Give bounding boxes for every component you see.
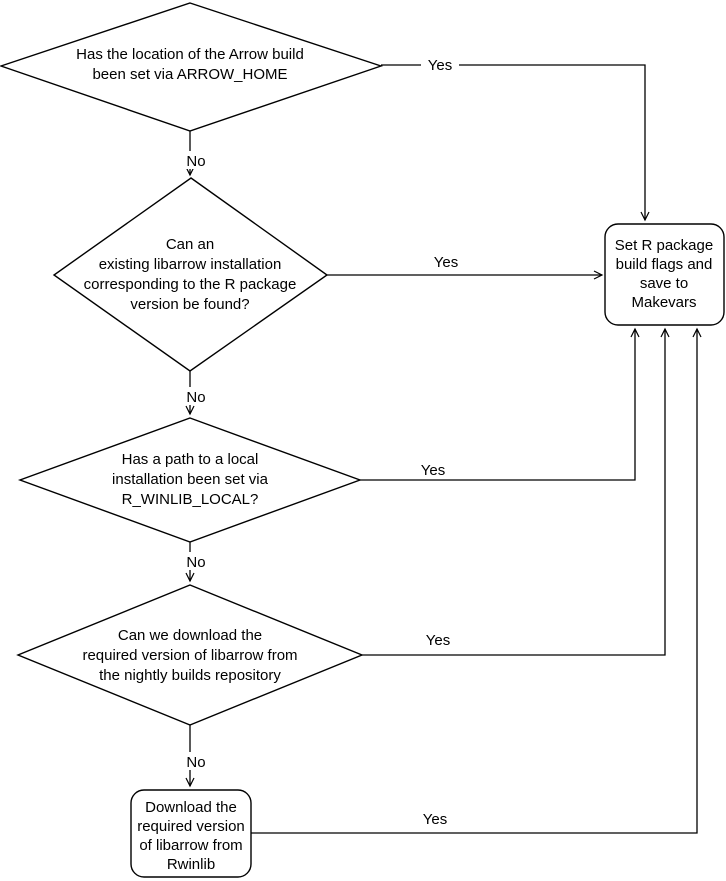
edge-yes-rwinlib-local-to-makevars	[360, 327, 640, 481]
edge-label-bg	[182, 151, 210, 169]
edge-label-bg	[182, 752, 210, 770]
process-set-build-flags-line4: Makevars	[631, 294, 696, 311]
edge-label-no1: No	[186, 153, 205, 170]
edge-label-yes3: Yes	[421, 462, 445, 479]
process-download-rwinlib-line3: of libarrow from	[139, 837, 242, 854]
edge-label-bg	[182, 387, 210, 405]
edge-label-bg	[182, 552, 210, 570]
decision-existing-libarrow-line4: version be found?	[130, 296, 249, 313]
decision-existing-libarrow-line1: Can an	[166, 236, 214, 253]
edge-yes-arrow-home-to-makevars	[381, 64, 650, 222]
decision-existing-libarrow-shape	[52, 177, 329, 372]
decision-nightly-download-shape	[16, 584, 364, 726]
process-download-rwinlib-line2: required version	[137, 818, 245, 835]
decision-rwinlib-local-line1: Has a path to a local	[122, 451, 259, 468]
decision-rwinlib-local-line2: installation been set via	[112, 471, 269, 488]
decision-nightly-download-line1: Can we download the	[118, 627, 262, 644]
decision-existing-libarrow-line3: corresponding to the R package	[84, 276, 297, 293]
decision-rwinlib-local-suffix: ?	[250, 491, 258, 508]
edge-label-no4: No	[186, 754, 205, 771]
decision-arrow-home-text-prefix: been set via	[92, 66, 176, 83]
decision-nightly-download-line3: the nightly builds repository	[99, 667, 281, 684]
edge-label-yes4: Yes	[426, 632, 450, 649]
edge-label-yes1: Yes	[428, 57, 452, 74]
decision-rwinlib-local-shape	[17, 417, 363, 543]
edge-label-no2: No	[186, 389, 205, 406]
edge-label-bg	[421, 56, 459, 75]
decision-arrow-home-shape	[0, 2, 384, 132]
decision-nightly-download-line2: required version of libarrow from	[82, 647, 297, 664]
process-set-build-flags-line1: Set R package	[615, 237, 713, 254]
process-set-build-flags-line2: build flags and	[616, 256, 713, 273]
process-download-rwinlib-line1: Download the	[145, 799, 237, 816]
edge-label-yes5: Yes	[423, 811, 447, 828]
edge-yes-download-rwinlib-to-makevars	[251, 327, 702, 834]
decision-arrow-home-text-line2: been set via ARROW_HOME	[92, 66, 287, 83]
process-download-rwinlib-shape	[130, 789, 252, 878]
edge-yes-nightly-to-makevars	[362, 327, 670, 656]
decision-existing-libarrow-line2: existing libarrow installation	[99, 256, 282, 273]
edge-label-yes2: Yes	[434, 254, 458, 271]
process-set-build-flags-line3: save to	[640, 275, 688, 292]
arrow-home-link: ARROW_HOME	[177, 66, 288, 83]
decision-rwinlib-local-line3: R_WINLIB_LOCAL?	[122, 491, 259, 508]
process-set-build-flags-shape	[604, 223, 725, 326]
rwinlib-local-link: R_WINLIB_LOCAL	[122, 491, 250, 508]
edge-label-no3: No	[186, 554, 205, 571]
process-download-rwinlib-line4: Rwinlib	[167, 856, 215, 873]
decision-arrow-home-text-line1: Has the location of the Arrow build	[76, 46, 304, 63]
